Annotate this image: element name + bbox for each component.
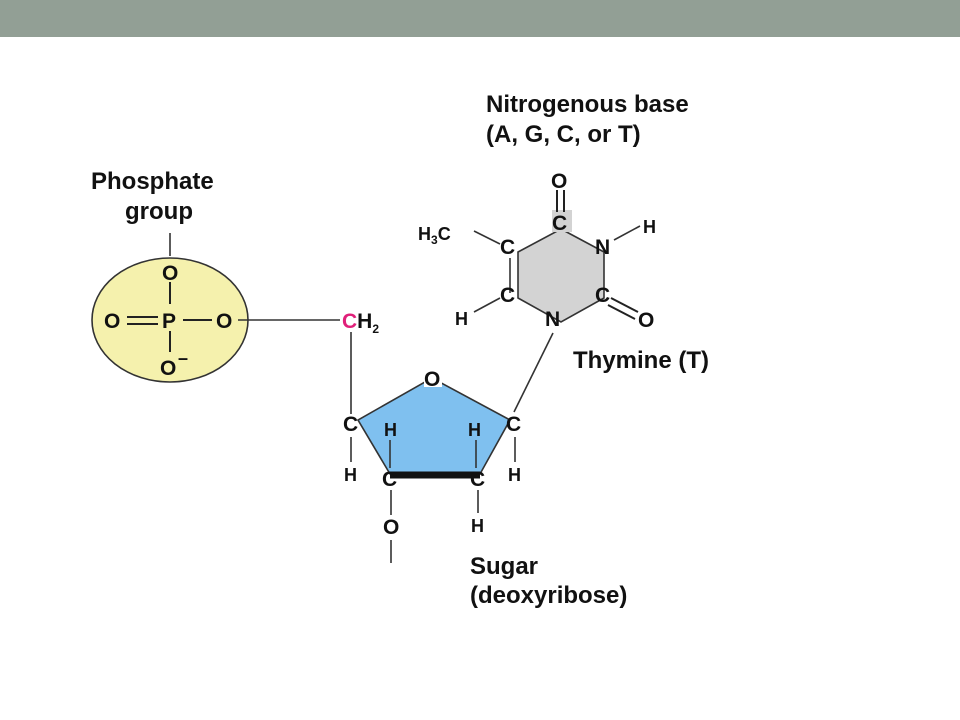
atom-o-right: O [216,310,232,333]
atom-base-c5: C [500,236,515,259]
atom-bg-c4 [552,210,572,232]
atom-h-c4: H [344,465,357,485]
atom-o-left: O [104,310,120,333]
atom-base-ch3: H3C [418,224,451,247]
atom-o-top: O [162,262,178,285]
phosphate-caption-line2: group [125,198,193,225]
atom-c1: C [506,413,521,436]
bond-c2-o-1 [610,297,639,313]
atom-c3: C [382,468,397,491]
sugar-pentagon [356,377,512,475]
atom-ring-o: O [424,368,440,391]
base-caption-line2: (A, G, C, or T) [486,121,641,148]
atom-base-h6: H [455,309,468,329]
atom-base-c6: C [500,284,515,307]
thymine-base: C N C N C C O H O H H3C [418,170,656,332]
atom-o-bottom-charge: – [178,348,188,368]
atom-base-n3: N [595,236,610,259]
atom-h-c4-inner: H [384,420,397,440]
phosphate-group: O O P O O – [91,233,249,383]
ring-oxygen-bg [424,367,442,387]
atom-ch2: CH2 [342,310,379,336]
atom-c2: C [470,468,485,491]
atom-base-c2: C [595,284,610,307]
bond-c6-h [473,297,501,313]
atom-base-o2: O [638,309,654,332]
bond-n3-h [613,225,641,241]
atom-h-c2: H [471,516,484,536]
sugar-ring: O C C C C H H H H O H [343,367,521,563]
atom-h-c1-inner: H [468,420,481,440]
base-caption-line1: Nitrogenous base [486,91,689,118]
atom-o-bottom: O [160,357,176,380]
sugar-caption-line1: Sugar [470,553,538,580]
bond-c2-o-2 [607,304,636,320]
atom-h-c1: H [508,465,521,485]
slide-top-bar [0,0,960,37]
bond-glycosidic [513,332,554,413]
atom-o-3prime: O [383,516,399,539]
atom-base-o4: O [551,170,567,193]
thymine-caption: Thymine (T) [573,347,709,374]
atom-p: P [162,310,176,333]
atom-base-c4: C [552,212,567,235]
sugar-caption-line2: (deoxyribose) [470,582,627,609]
bond-c5-ch3 [473,230,501,245]
atom-c4: C [343,413,358,436]
phosphate-caption-line1: Phosphate [91,168,214,195]
atom-base-n1: N [545,308,560,331]
atom-base-h3: H [643,217,656,237]
thymine-ring [517,228,605,323]
